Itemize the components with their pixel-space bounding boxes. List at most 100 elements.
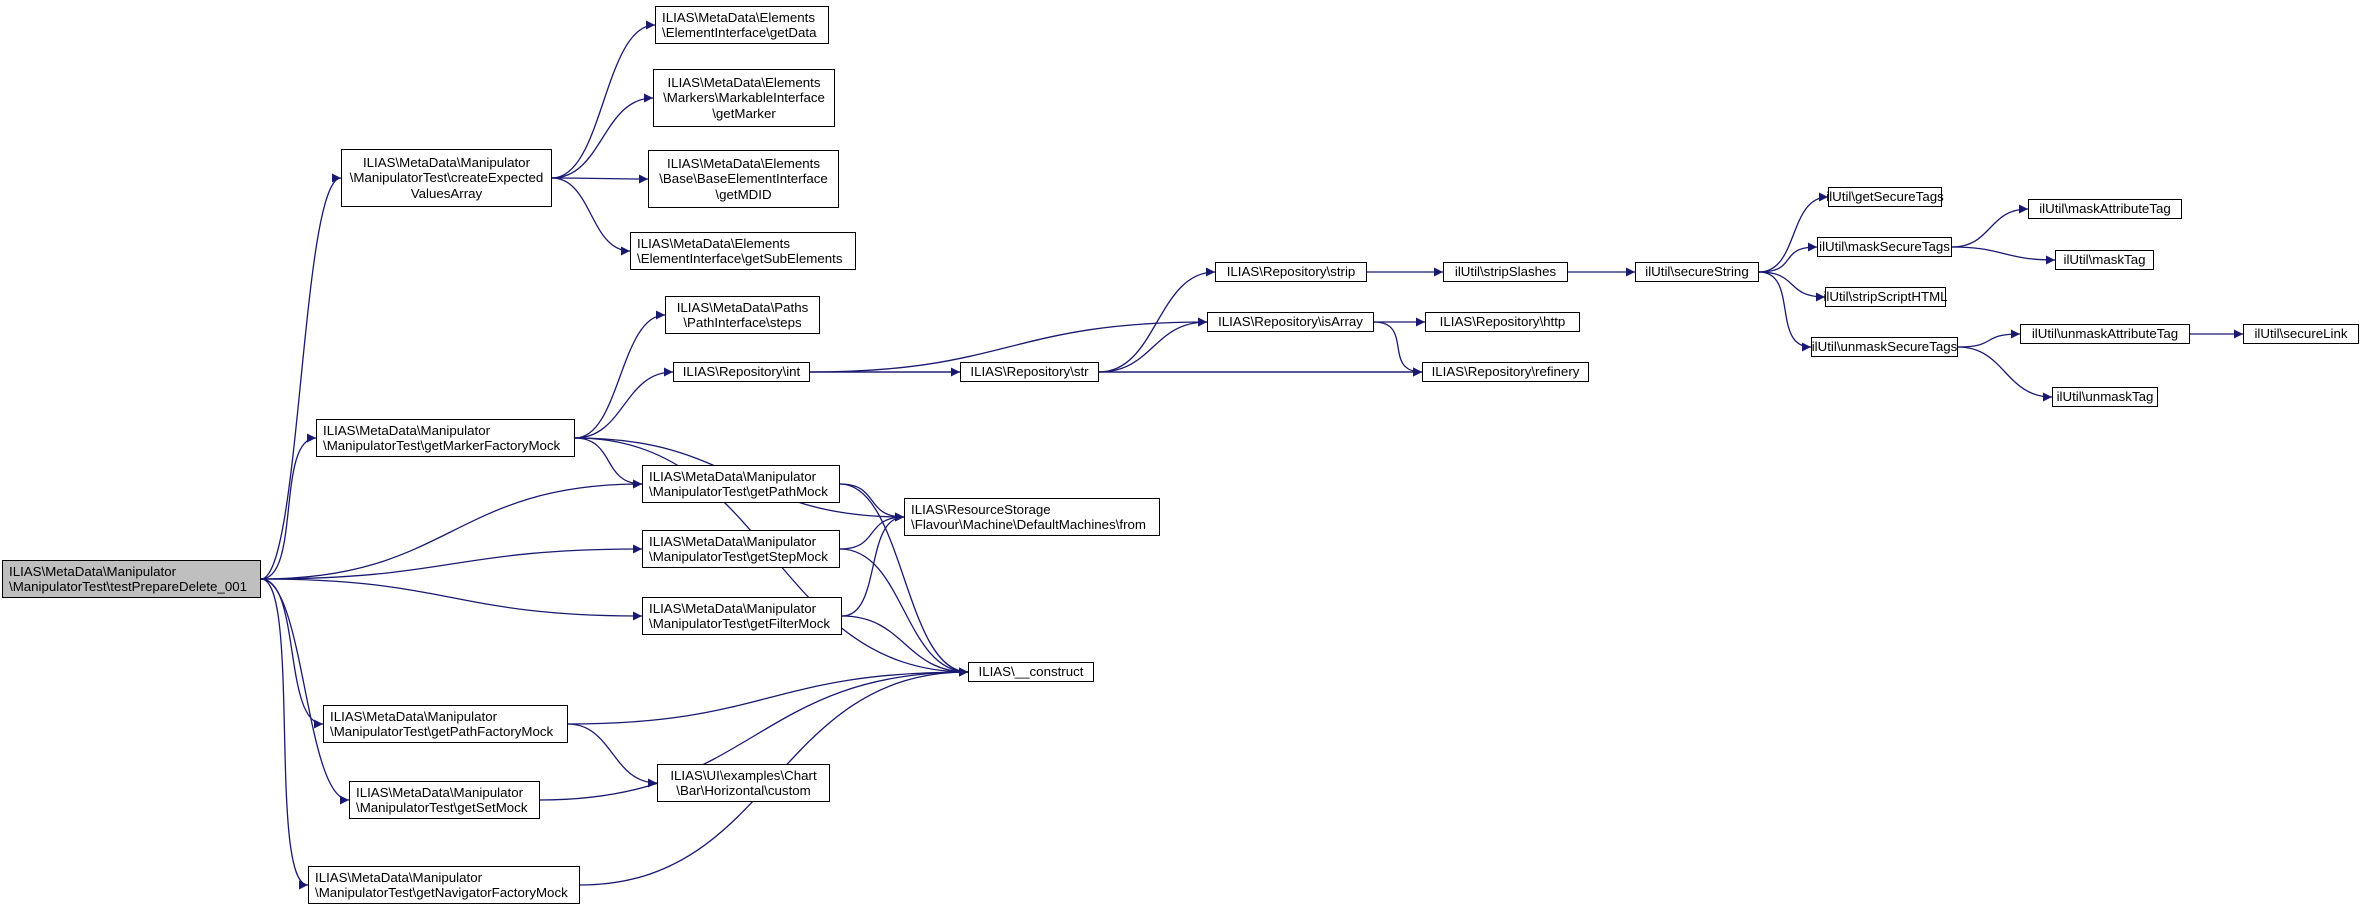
node-label-line: ilUtil\secureString: [1645, 264, 1749, 280]
node-create-expected[interactable]: ILIAS\MetaData\Manipulator\ManipulatorTe…: [341, 149, 552, 207]
edge-root-to-getSetMock: [260, 578, 350, 805]
node-repo-http[interactable]: ILIAS\Repository\http: [1425, 312, 1580, 332]
edge-getPathFactoryMock-to-construct: [567, 667, 969, 725]
node-label-line: \getMarker: [712, 105, 776, 121]
node-custom[interactable]: ILIAS\UI\examples\Chart\Bar\Horizontal\c…: [657, 764, 830, 802]
node-label-line: ILIAS\MetaData\Manipulator: [649, 600, 817, 616]
node-label-line: ilUtil\unmaskTag: [2056, 389, 2154, 405]
node-get-step-mock[interactable]: ILIAS\MetaData\Manipulator\ManipulatorTe…: [642, 530, 840, 568]
node-label-line: ILIAS\Repository\int: [682, 364, 801, 380]
node-label-line: \getMDID: [715, 186, 772, 202]
node-get-marker[interactable]: ILIAS\MetaData\Elements\Markers\Markable…: [653, 69, 835, 127]
node-from[interactable]: ILIAS\ResourceStorage\Flavour\Machine\De…: [904, 498, 1160, 536]
node-repo-str[interactable]: ILIAS\Repository\str: [960, 362, 1099, 382]
edge-getFilterMock-to-from: [841, 512, 905, 617]
node-label-line: ilUtil\unmaskSecureTags: [1811, 339, 1958, 355]
node-get-data[interactable]: ILIAS\MetaData\Elements\ElementInterface…: [655, 6, 829, 44]
node-label-line: ILIAS\MetaData\Elements: [667, 74, 821, 90]
node-label-line: \ManipulatorTest\getSetMock: [356, 800, 528, 815]
edge-getMarkerFactoryMock-to-repoInt: [574, 367, 674, 439]
edge-root-to-getStepMock: [260, 544, 643, 580]
edge-createExpected-to-getData: [551, 20, 656, 179]
node-label-line: ILIAS\MetaData\Manipulator: [9, 563, 177, 579]
edge-repoIsArray-to-repoRefinery: [1373, 321, 1423, 377]
node-label-line: ilUtil\maskSecureTags: [1819, 239, 1950, 255]
node-get-path-mock[interactable]: ILIAS\MetaData\Manipulator\ManipulatorTe…: [642, 465, 840, 503]
node-secure-link[interactable]: ilUtil\secureLink: [2243, 324, 2359, 344]
node-label-line: ilUtil\maskAttributeTag: [2039, 201, 2171, 217]
edge-repoInt-to-repoIsArray: [809, 317, 1208, 373]
node-strip-script-h-t-m-l[interactable]: ilUtil\stripScriptHTML: [1823, 287, 1948, 307]
node-get-sub-elements[interactable]: ILIAS\MetaData\Elements\ElementInterface…: [630, 232, 856, 270]
node-label-line: ILIAS\MetaData\Elements: [662, 9, 815, 25]
node-get-marker-factory-mock[interactable]: ILIAS\MetaData\Manipulator\ManipulatorTe…: [316, 419, 575, 457]
edge-secureString-to-getSecureTags: [1758, 192, 1829, 273]
node-repo-is-array[interactable]: ILIAS\Repository\isArray: [1207, 312, 1374, 332]
node-label-line: \ElementInterface\getSubElements: [637, 251, 843, 266]
node-label-line: ilUtil\getSecureTags: [1826, 189, 1944, 205]
node-label-line: ilUtil\secureLink: [2254, 326, 2348, 342]
node-label-line: ilUtil\unmaskAttributeTag: [2031, 326, 2179, 342]
node-mask-secure-tags[interactable]: ilUtil\maskSecureTags: [1817, 237, 1952, 257]
node-label-line: ilUtil\maskTag: [2063, 252, 2146, 268]
node-get-set-mock[interactable]: ILIAS\MetaData\Manipulator\ManipulatorTe…: [349, 781, 540, 819]
node-label-line: \PathInterface\steps: [683, 315, 802, 330]
node-unmask-attribute-tag[interactable]: ilUtil\unmaskAttributeTag: [2020, 324, 2190, 344]
node-label-line: \ManipulatorTest\getPathFactoryMock: [330, 724, 554, 739]
node-label-line: \Flavour\Machine\DefaultMachines\from: [911, 517, 1147, 532]
edge-secureString-to-maskSecureTags: [1758, 242, 1818, 273]
node-label-line: \ElementInterface\getData: [662, 25, 817, 40]
node-steps[interactable]: ILIAS\MetaData\Paths\PathInterface\steps: [665, 296, 820, 334]
edge-getStepMock-to-from: [839, 512, 905, 550]
node-label-line: \Base\BaseElementInterface: [659, 171, 828, 187]
node-unmask-tag[interactable]: ilUtil\unmaskTag: [2052, 387, 2158, 407]
node-repo-int[interactable]: ILIAS\Repository\int: [673, 362, 810, 382]
edge-createExpected-to-getSubElements: [551, 177, 631, 256]
edge-root-to-getNavigatorFactoryMock: [260, 578, 309, 890]
node-label-line: ILIAS\Repository\refinery: [1431, 364, 1580, 380]
edge-secureString-to-stripScriptHTML: [1758, 271, 1826, 302]
node-label-line: \ManipulatorTest\createExpected: [349, 170, 544, 186]
edge-repoStr-to-repoIsArray: [1098, 317, 1208, 373]
node-label-line: ILIAS\MetaData\Manipulator: [356, 784, 524, 800]
node-label-line: ilUtil\stripSlashes: [1454, 264, 1557, 280]
node-label-line: \Bar\Horizontal\custom: [676, 783, 811, 798]
edge-createExpected-to-getMDID: [551, 174, 649, 184]
node-strip-slashes[interactable]: ilUtil\stripSlashes: [1443, 262, 1568, 282]
edge-getFilterMock-to-construct: [841, 615, 969, 677]
node-label-line: ILIAS\__construct: [978, 664, 1084, 680]
node-unmask-secure-tags[interactable]: ilUtil\unmaskSecureTags: [1811, 337, 1958, 357]
node-label-line: ILIAS\MetaData\Manipulator: [649, 468, 817, 484]
node-label-line: ILIAS\MetaData\Manipulator: [362, 154, 531, 170]
node-secure-string[interactable]: ilUtil\secureString: [1635, 262, 1759, 282]
node-mask-tag[interactable]: ilUtil\maskTag: [2055, 250, 2154, 270]
node-mask-attribute-tag[interactable]: ilUtil\maskAttributeTag: [2028, 199, 2182, 219]
node-label-line: \ManipulatorTest\getNavigatorFactoryMock: [315, 885, 568, 900]
node-label-line: ILIAS\MetaData\Elements: [637, 235, 790, 251]
node-label-line: ILIAS\MetaData\Paths: [676, 299, 809, 315]
node-label-line: \ManipulatorTest\getPathMock: [649, 484, 828, 499]
node-label-line: \ManipulatorTest\getMarkerFactoryMock: [323, 438, 561, 453]
node-get-path-factory-mock[interactable]: ILIAS\MetaData\Manipulator\ManipulatorTe…: [323, 705, 568, 743]
node-label-line: ILIAS\UI\examples\Chart: [670, 767, 817, 783]
edge-root-to-getMarkerFactoryMock: [260, 433, 317, 580]
node-get-secure-tags[interactable]: ilUtil\getSecureTags: [1826, 187, 1944, 207]
node-label-line: ILIAS\Repository\http: [1439, 314, 1566, 330]
node-get-m-d-i-d[interactable]: ILIAS\MetaData\Elements\Base\BaseElement…: [648, 150, 839, 208]
node-repo-refinery[interactable]: ILIAS\Repository\refinery: [1422, 362, 1589, 382]
node-label-line: ILIAS\MetaData\Manipulator: [315, 869, 483, 885]
node-get-navigator-factory-mock[interactable]: ILIAS\MetaData\Manipulator\ManipulatorTe…: [308, 866, 580, 904]
edge-repoStr-to-repoStrip: [1098, 267, 1216, 373]
node-label-line: ilUtil\stripScriptHTML: [1823, 289, 1948, 305]
node-construct[interactable]: ILIAS\__construct: [968, 662, 1094, 682]
node-label-line: ILIAS\MetaData\Manipulator: [649, 533, 817, 549]
node-label-line: \ManipulatorTest\getStepMock: [649, 549, 828, 564]
node-label-line: ILIAS\MetaData\Manipulator: [323, 422, 491, 438]
edge-maskSecureTags-to-maskAttributeTag: [1951, 204, 2029, 248]
node-repo-strip[interactable]: ILIAS\Repository\strip: [1215, 262, 1367, 282]
node-get-filter-mock[interactable]: ILIAS\MetaData\Manipulator\ManipulatorTe…: [642, 597, 842, 635]
node-root[interactable]: ILIAS\MetaData\Manipulator\ManipulatorTe…: [2, 560, 261, 598]
node-label-line: ILIAS\MetaData\Elements: [667, 155, 820, 171]
edge-unmaskSecureTags-to-unmaskAttributeTag: [1957, 329, 2021, 348]
node-label-line: \ManipulatorTest\testPrepareDelete_001: [9, 579, 248, 594]
